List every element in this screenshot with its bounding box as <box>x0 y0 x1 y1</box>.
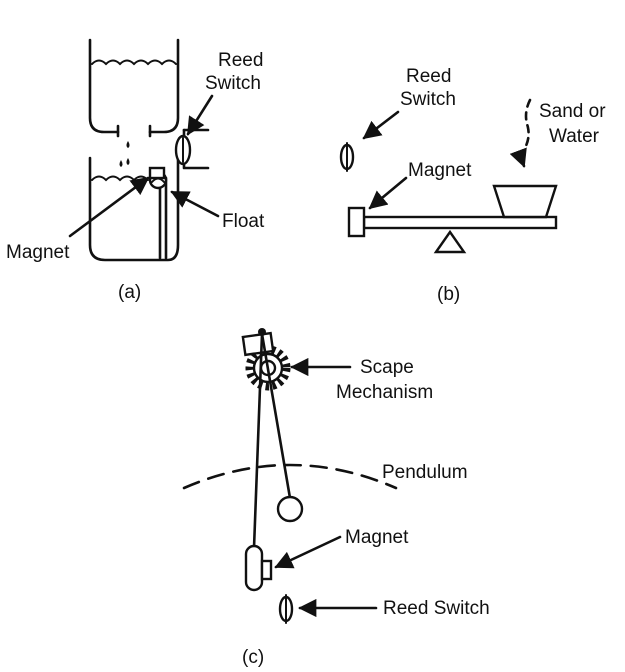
scape-label-1: Scape <box>360 357 414 378</box>
upper-container <box>88 38 180 138</box>
float-arrow <box>170 190 220 218</box>
caption-c: (c) <box>242 647 264 668</box>
pendulum-label: Pendulum <box>382 462 468 483</box>
magnet-c <box>244 544 273 592</box>
caption-b: (b) <box>437 284 460 305</box>
magnet-arrow-a <box>68 176 150 238</box>
scape-label-2: Mechanism <box>336 382 433 403</box>
magnet-label-b: Magnet <box>408 160 472 181</box>
water-drops <box>119 141 130 167</box>
magnet-label-a: Magnet <box>6 242 70 263</box>
lower-container <box>88 156 180 262</box>
pivot <box>433 229 467 254</box>
reed-switch-arrow-b <box>362 110 400 140</box>
reed-switch-label-a-2: Switch <box>205 73 261 94</box>
scape-mechanism <box>241 328 291 391</box>
reed-switch-b <box>339 142 355 172</box>
reed-switch-a <box>174 128 210 170</box>
caption-a: (a) <box>118 282 141 303</box>
panel-b: Reed Switch Sand or Water Magnet (b) <box>339 66 606 305</box>
magnet-label-c: Magnet <box>345 527 409 548</box>
reed-switch-arrow-a <box>186 94 214 136</box>
pendulum-swing-arc <box>182 463 398 490</box>
sand-label-1: Sand or <box>539 101 606 122</box>
reed-switch-label-b-2: Switch <box>400 89 456 110</box>
float-label: Float <box>222 211 265 232</box>
reed-switch-label-b-1: Reed <box>406 66 451 87</box>
magnet-arrow-c <box>274 535 342 569</box>
sand-stream <box>509 98 532 168</box>
panel-c: Scape Mechanism Pendulum Magnet Reed Swi… <box>182 328 490 668</box>
sand-label-2: Water <box>549 126 600 147</box>
float <box>148 166 168 190</box>
magnet-arrow-b <box>368 176 408 210</box>
balance-beam <box>347 184 558 254</box>
reed-switch-label-c: Reed Switch <box>383 598 490 619</box>
pendulum <box>182 332 398 550</box>
panel-a: Reed Switch Magnet Float (a) <box>6 38 265 303</box>
reed-switch-c <box>278 594 294 624</box>
reed-switch-label-a-1: Reed <box>218 50 263 71</box>
sand-bucket <box>492 184 558 219</box>
